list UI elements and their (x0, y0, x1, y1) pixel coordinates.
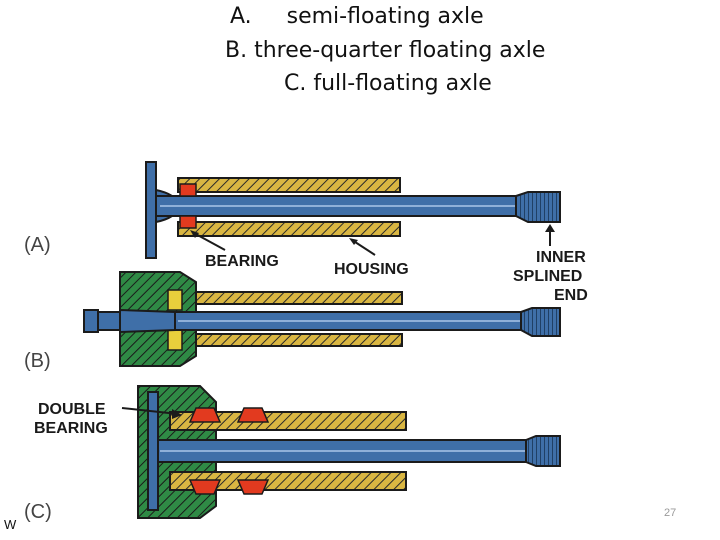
end-callout: END (554, 287, 588, 304)
double-callout: DOUBLE (38, 401, 106, 418)
axle-diagram: (A) (B) (C) BEARING HOUSING INNER SPLINE… (24, 161, 588, 523)
housing-b-top (195, 291, 403, 305)
housing-c-top (169, 411, 407, 431)
axle-nut-b (83, 309, 99, 333)
splined-end-c (525, 435, 561, 467)
housing-callout: HOUSING (334, 261, 409, 278)
panel-label-b: (B) (24, 350, 51, 372)
bearing-c-top-1 (188, 407, 222, 423)
axle-flange-a (145, 161, 157, 259)
housing-a-top (177, 177, 401, 193)
axle-flange-c (147, 391, 159, 511)
splined-end-a (515, 191, 561, 223)
panel-b-three-quarter-floating (83, 271, 561, 367)
page-number: 27 (664, 507, 677, 519)
bearing-b-top (167, 289, 183, 311)
bearing-callout: BEARING (205, 253, 279, 270)
corner-text: W (4, 517, 17, 532)
splined-end-b (520, 307, 561, 337)
housing-b-bottom (195, 333, 403, 347)
housing-c-bottom (169, 471, 407, 491)
title-full-floating: C. full-floating axle (284, 71, 492, 96)
splined-callout: SPLINED (513, 268, 582, 285)
panel-label-c: (C) (24, 501, 52, 523)
housing-a-bottom (177, 221, 401, 237)
title-three-quarter-floating: B. three-quarter floating axle (225, 38, 546, 63)
panel-label-a: (A) (24, 234, 51, 256)
bearing-c-bottom-2 (236, 479, 270, 495)
bearing-a-top (179, 183, 197, 197)
bearing-b-bottom (167, 329, 183, 351)
bearing-c-bottom-1 (188, 479, 222, 495)
panel-a-semi-floating (145, 161, 561, 259)
title-semi-floating: A. semi-floating axle (230, 4, 484, 29)
bearing-a-bottom (179, 215, 197, 229)
inner-callout: INNER (536, 249, 586, 266)
axle-stud-b (97, 311, 121, 331)
panel-c-full-floating (121, 385, 561, 519)
axle-taper-b (119, 308, 176, 334)
bearing-c-top-2 (236, 407, 270, 423)
double-bearing-callout: BEARING (34, 420, 108, 437)
